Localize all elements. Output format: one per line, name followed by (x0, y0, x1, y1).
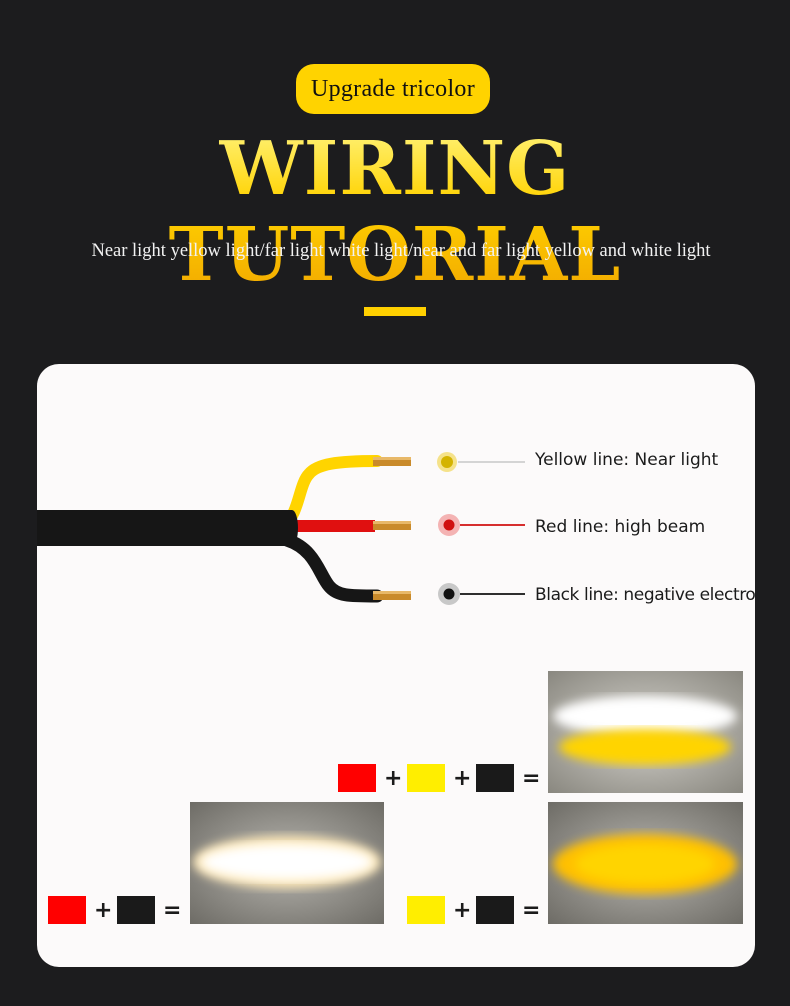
equals-sign: = (163, 898, 182, 923)
black-line-label: Black line: negative electrode (535, 585, 755, 605)
page-subtitle: Near light yellow light/far light white … (91, 241, 711, 261)
yellow-white-beam-image (548, 671, 743, 793)
red-swatch (48, 896, 86, 924)
upgrade-badge: Upgrade tricolor (296, 64, 490, 114)
yellow-swatch (407, 764, 445, 792)
yellow-swatch (407, 896, 445, 924)
wiring-card: Yellow line: Near light Red line: high b… (37, 364, 755, 967)
yellow-line-label: Yellow line: Near light (535, 450, 719, 470)
cable-illustration (37, 424, 737, 624)
accent-bar (364, 307, 426, 316)
plus-sign: + (453, 898, 472, 923)
yellow-wire (279, 455, 383, 530)
white-beam-image (190, 802, 384, 924)
red-swatch (338, 764, 376, 792)
page-title: WIRING TUTORIAL (0, 126, 790, 298)
red-wire (277, 520, 375, 532)
equals-sign: = (522, 766, 541, 791)
black-wire (280, 533, 384, 603)
black-swatch (476, 764, 514, 792)
plus-sign: + (384, 766, 403, 791)
plus-sign: + (453, 766, 472, 791)
red-line-label: Red line: high beam (535, 517, 706, 537)
plus-sign: + (94, 898, 113, 923)
cable-body (37, 510, 292, 546)
black-swatch (117, 896, 155, 924)
black-swatch (476, 896, 514, 924)
equals-sign: = (522, 898, 541, 923)
yellow-beam-image (548, 802, 743, 924)
